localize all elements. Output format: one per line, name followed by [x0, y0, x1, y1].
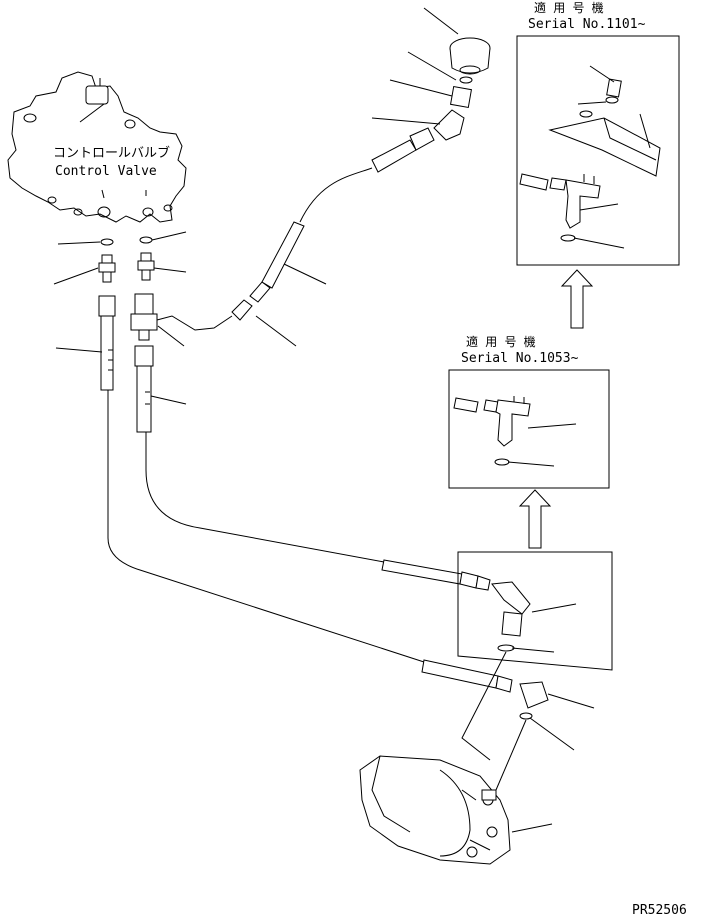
lower-elbow-1: [491, 581, 531, 637]
inset-middle-parts: [453, 396, 531, 466]
inset-lower-frame: [457, 551, 613, 671]
pipe-right-to-pump: [145, 432, 385, 563]
hose-right: [134, 345, 154, 433]
lower-hose-1: [381, 559, 491, 591]
hydraulic-pump: [359, 755, 511, 865]
lower-hose-2: [421, 659, 513, 693]
arrow-to-middle-inset: [518, 489, 552, 549]
control-valve-label-ja: コントロールバルブ: [53, 146, 171, 161]
pipe-left-to-pump: [107, 390, 425, 663]
pump-conn-1: [461, 651, 507, 761]
drawing-code: PR52506: [632, 903, 687, 918]
gauge-hose: [231, 127, 435, 321]
middle-inset-heading: 適 用 号 機: [466, 335, 536, 349]
upper-inset-serial: Serial No.1101~: [528, 17, 646, 32]
inset-middle-frame: [448, 369, 610, 489]
control-valve-label-en: Control Valve: [55, 164, 157, 179]
branch-pipe: [156, 315, 233, 331]
pump-conn-2: [495, 719, 527, 791]
pressure-gauge: [449, 37, 491, 75]
hose-left: [98, 295, 116, 391]
adapter-left: [98, 254, 116, 283]
adapter-right: [137, 252, 155, 281]
o-ring-left: [100, 238, 114, 246]
gauge-adapter: [449, 76, 473, 109]
inset-upper-frame: [516, 35, 680, 266]
lower-o-ring-2: [519, 712, 533, 720]
lower-o-ring-1: [497, 644, 515, 652]
o-ring-right: [139, 236, 153, 244]
arrow-to-upper-inset: [560, 269, 594, 329]
leader-lines: [53, 7, 651, 833]
tee-fitting: [130, 293, 158, 341]
control-valve-body: [7, 71, 187, 223]
lower-elbow-2: [519, 681, 549, 709]
inset-upper-parts: [519, 78, 661, 242]
gauge-elbow: [433, 109, 465, 141]
upper-inset-heading: 適 用 号 機: [534, 1, 604, 15]
middle-inset-serial: Serial No.1053~: [461, 351, 579, 366]
